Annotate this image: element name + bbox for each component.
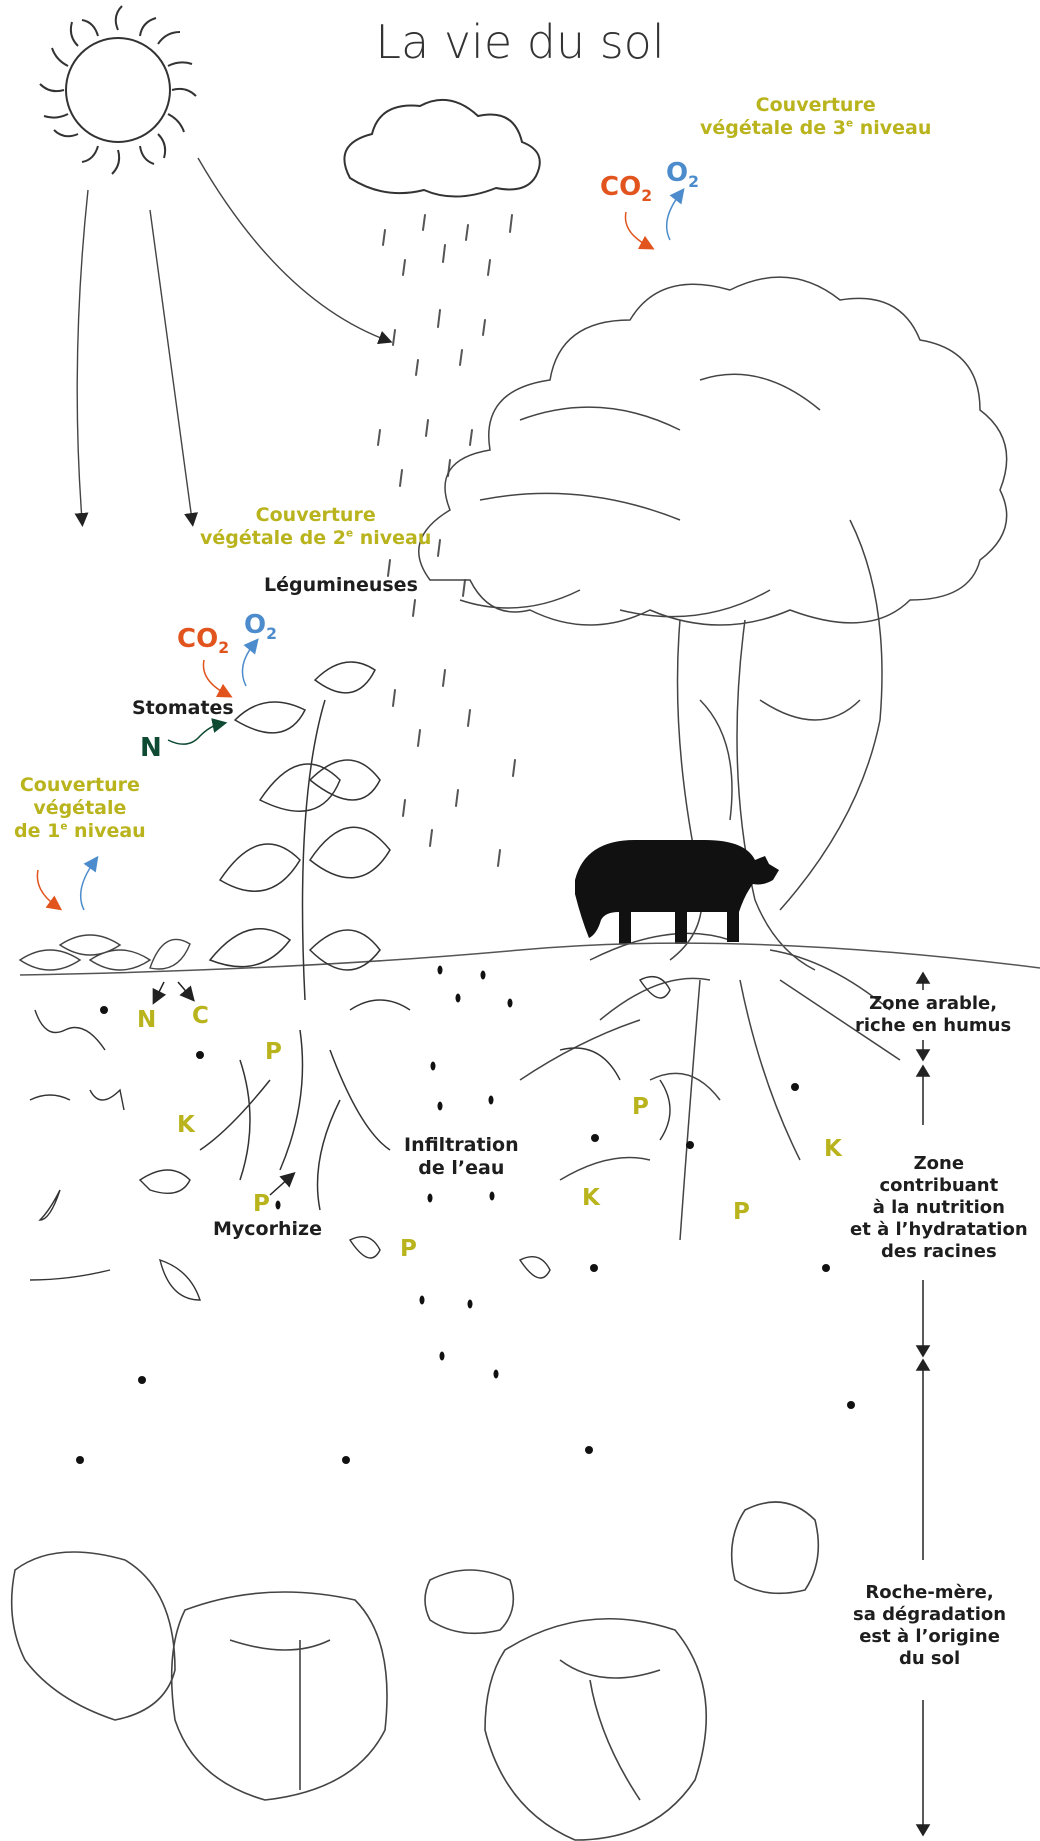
ground-line <box>20 943 1040 975</box>
canopy-level-1-line1: Couverture <box>14 774 146 797</box>
nutrition-zone-label: Zone contribuant à la nutrition et à l’h… <box>850 1153 1028 1263</box>
co2-arrow-1 <box>37 870 56 906</box>
canopy-level-3-line1: Couverture <box>700 94 931 117</box>
o2-arrow-1 <box>81 862 94 910</box>
tree-illustration <box>419 277 1007 1240</box>
nutrient-p-5: P <box>733 1198 750 1226</box>
arable-zone-line2: riche en humus <box>855 1015 1011 1037</box>
nutrition-zone-line1: Zone <box>850 1153 1028 1175</box>
o2-arrow-2 <box>242 644 254 686</box>
sun-rays <box>77 158 386 520</box>
canopy-level-1-line3: de 1e niveau <box>14 820 146 843</box>
nutrient-p-2: P <box>253 1190 270 1218</box>
arable-zone-line1: Zone arable, <box>855 993 1011 1015</box>
arable-zone-label: Zone arable, riche en humus <box>855 993 1011 1037</box>
page-title: La vie du sol <box>0 14 1040 70</box>
bedrock-zone-label: Roche-mère, sa dégradation est à l’origi… <box>853 1582 1006 1670</box>
nutrition-zone-line2: contribuant <box>850 1175 1028 1197</box>
n-release-arrow <box>156 982 164 998</box>
nutrient-c: C <box>192 1002 209 1030</box>
zone-arrows <box>917 973 929 1835</box>
canopy-level-1-line2: végétale <box>14 797 146 820</box>
legumes-label: Légumineuses <box>264 574 418 597</box>
nutrient-k-1: K <box>177 1111 195 1139</box>
cloud-icon <box>344 100 539 197</box>
co2-label-3: CO2 <box>600 172 652 206</box>
nutrition-zone-line3: à la nutrition <box>850 1197 1028 1219</box>
canopy-level-2-line2: végétale de 2e niveau <box>200 527 431 550</box>
mycorrhiza-arrow <box>270 1177 290 1195</box>
nutrition-zone-line5: des racines <box>850 1241 1028 1263</box>
canopy-level-2-label: Couverture végétale de 2e niveau <box>200 504 431 550</box>
bedrock-zone-line4: du sol <box>853 1648 1006 1670</box>
co2-label-2: CO2 <box>177 624 229 658</box>
leaf-litter <box>20 935 190 970</box>
soil-fauna <box>30 977 670 1300</box>
o2-arrow-3 <box>667 194 680 240</box>
nutrient-k-3: K <box>824 1135 842 1163</box>
bedrock-zone-line2: sa dégradation <box>853 1604 1006 1626</box>
n-arrow <box>168 724 220 744</box>
canopy-level-3-label: Couverture végétale de 3e niveau <box>700 94 931 140</box>
soil-particles <box>76 1006 855 1464</box>
o2-label-2: O2 <box>244 610 277 644</box>
c-release-arrow <box>178 982 190 996</box>
nutrient-p-3: P <box>400 1235 417 1263</box>
legume-plant-illustration <box>200 662 390 1210</box>
mycorrhiza-label: Mycorhize <box>213 1218 322 1241</box>
stomata-label: Stomates <box>132 697 234 720</box>
canopy-level-1-label: Couverture végétale de 1e niveau <box>14 774 146 844</box>
water-infiltration-label: Infiltration de l’eau <box>404 1134 519 1180</box>
canopy-level-2-line1: Couverture <box>200 504 431 527</box>
nutrition-zone-line4: et à l’hydratation <box>850 1219 1028 1241</box>
bedrock-zone-line3: est à l’origine <box>853 1626 1006 1648</box>
pig-icon <box>575 840 779 944</box>
water-infiltration-line2: de l’eau <box>404 1157 519 1180</box>
nutrient-k-2: K <box>582 1184 600 1212</box>
co2-arrow-3 <box>625 212 648 246</box>
nutrient-p-1: P <box>265 1038 282 1066</box>
bedrock-zone-line1: Roche-mère, <box>853 1582 1006 1604</box>
canopy-level-3-line2: végétale de 3e niveau <box>700 117 931 140</box>
bedrock-stones <box>12 1502 819 1840</box>
nitrogen-gas-label: N <box>140 733 162 765</box>
nutrient-p-4: P <box>632 1093 649 1121</box>
o2-label-3: O2 <box>666 158 699 192</box>
water-infiltration-line1: Infiltration <box>404 1134 519 1157</box>
nutrient-n: N <box>137 1006 156 1034</box>
co2-arrow-2 <box>203 660 226 694</box>
